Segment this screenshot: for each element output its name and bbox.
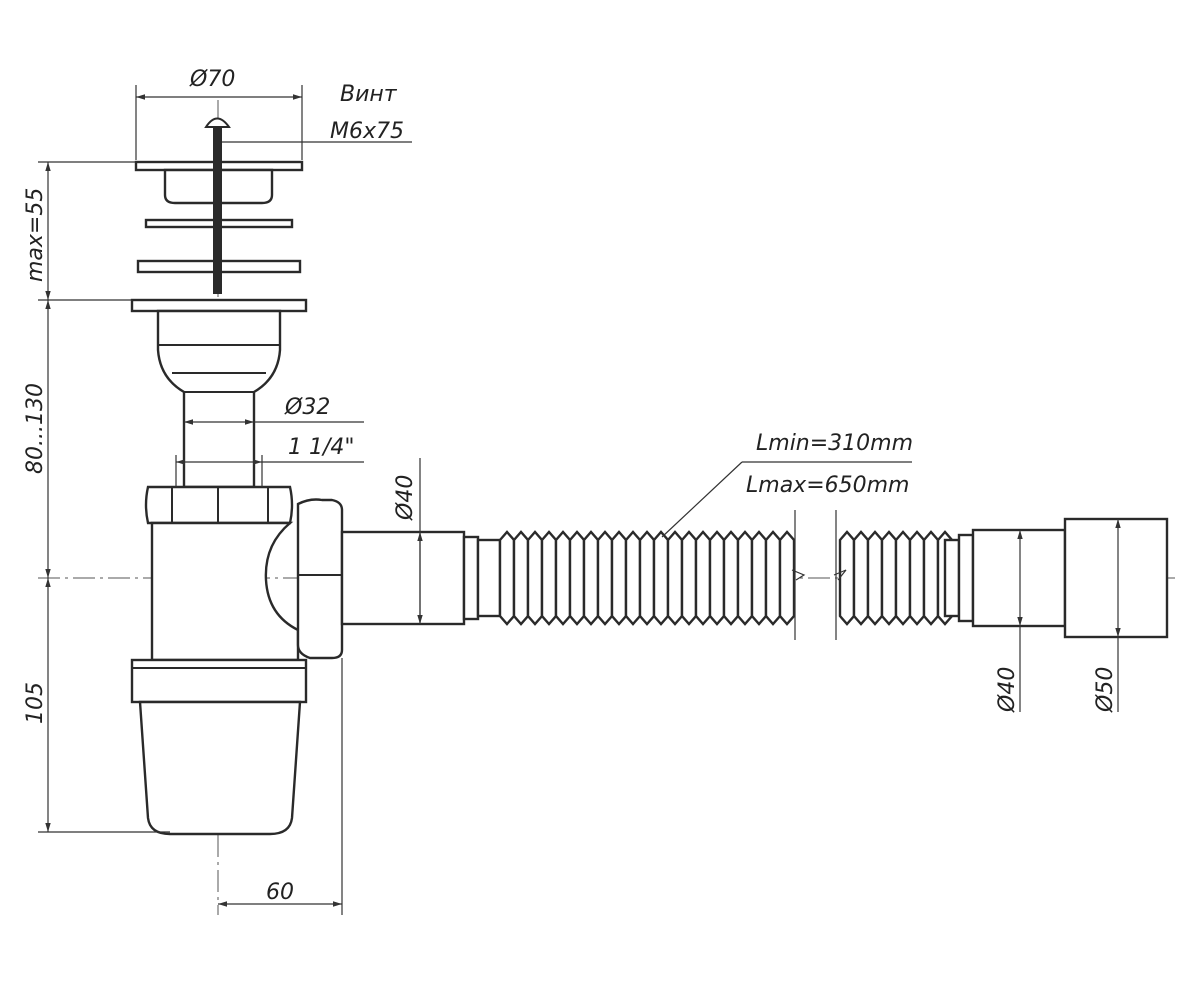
outlet-pipe [340,530,466,626]
dim-end-outer-diameter: Ø50 [1093,667,1118,713]
hose-rib [554,530,572,626]
hose-rib [540,530,558,626]
bottle-trap [150,521,300,662]
dim-thread: 1 1/4" [288,435,355,460]
hose-rib [764,530,782,626]
dim-outlet-diameter: Ø40 [393,475,418,521]
end-adapter [971,517,1169,639]
hose-rib [750,530,768,626]
hose-rib [880,530,898,626]
drain-flange [130,298,308,313]
hose-rib [680,530,698,626]
hose-rib [852,530,870,626]
hose-rib [568,530,586,626]
hose-rib [778,530,796,626]
hose-rib [838,530,856,626]
hose-rib [736,530,754,626]
hose-rib [610,530,628,626]
hose-rib [708,530,726,626]
dim-trap-height: 105 [23,682,48,724]
dim-top-diameter: Ø70 [189,67,235,92]
hose-rib [866,530,884,626]
screw-icon [204,117,231,294]
dim-outlet-offset: 60 [266,880,294,905]
strainer-assembly [130,117,308,313]
hose-rib [512,530,530,626]
hose-rib [596,530,614,626]
dim-hose-length-max: Lmax=650mm [746,473,909,498]
corrugated-hose [462,510,975,640]
hose-rib [922,530,940,626]
hose-rib [526,530,544,626]
hose-rib [498,530,516,626]
hose-rib [582,530,600,626]
bottle-ring [130,658,308,704]
dim-clamp-height: max=55 [23,188,48,282]
hose-rib [652,530,670,626]
outlet-nut [296,498,344,660]
hose-rib [894,530,912,626]
bottle-cup [138,700,302,836]
screw-label-line2: M6x75 [330,119,404,144]
hose-rib [694,530,712,626]
hose-rib [908,530,926,626]
hose-rib [666,530,684,626]
hose-rib [624,530,642,626]
hose-rib [638,530,656,626]
hose-rib [722,530,740,626]
dimensions [38,85,1121,915]
dim-end-inner-diameter: Ø40 [995,667,1020,713]
dim-pipe-diameter: Ø32 [284,395,330,420]
trap-body [130,309,466,836]
dim-hose-length-min: Lmin=310mm [756,431,913,456]
dim-pipe-height: 80...130 [23,383,48,474]
screw-label-line1: Винт [340,82,398,107]
